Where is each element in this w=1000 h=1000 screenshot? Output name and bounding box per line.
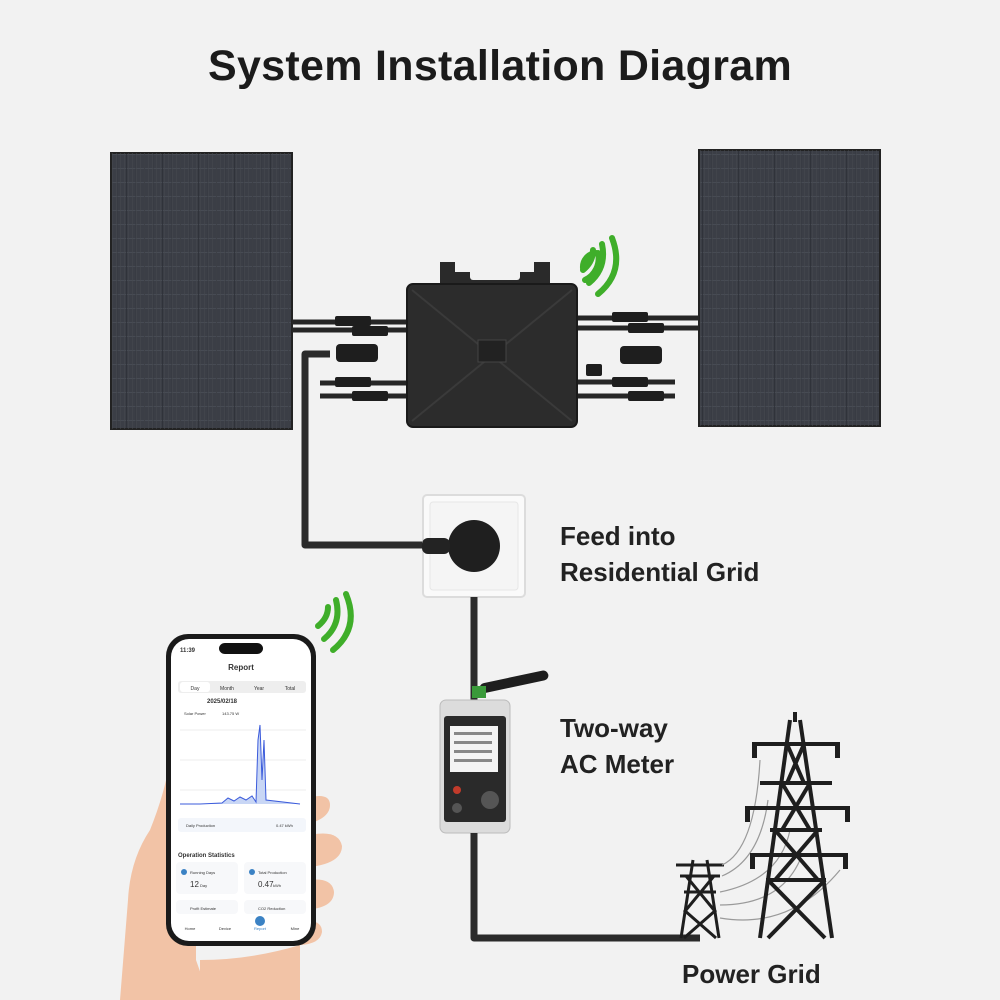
phone-screen: 11:39 Report Day Month Year Total 2025/0… bbox=[178, 648, 300, 931]
phone-stats-title: Operation Statistics bbox=[178, 853, 235, 859]
meter-label-line1: Two-way bbox=[560, 713, 668, 743]
feed-label-line2: Residential Grid bbox=[560, 557, 760, 587]
ac-meter-label: Two-way AC Meter bbox=[560, 710, 674, 782]
left-solar-panel bbox=[110, 152, 293, 430]
power-grid-label: Power Grid bbox=[682, 959, 821, 989]
feed-label-line1: Feed into bbox=[560, 521, 676, 551]
phone-profit-label: Profit Estimate bbox=[190, 906, 217, 911]
phone-tab-day[interactable]: Day bbox=[191, 686, 200, 692]
right-mc4-connectors bbox=[586, 312, 664, 401]
inverter-wifi-arcs bbox=[580, 235, 620, 297]
phone-solar-power-label: Solar Power bbox=[184, 711, 206, 716]
right-solar-panel bbox=[698, 149, 881, 427]
large-power-pylon bbox=[745, 712, 850, 940]
phone-nav-report[interactable]: Report bbox=[254, 926, 267, 931]
small-power-pylon bbox=[676, 859, 724, 940]
pylon-insulators bbox=[745, 744, 850, 869]
phone-daily-production-value: 0.47 kWh bbox=[276, 823, 293, 828]
phone-tab-month[interactable]: Month bbox=[220, 686, 234, 692]
phone-solar-power-value: 143.75 W bbox=[222, 711, 239, 716]
phone-header: Report bbox=[228, 663, 254, 672]
phone-nav-device[interactable]: Device bbox=[219, 926, 232, 931]
phone-nav-mine[interactable]: Mine bbox=[291, 926, 300, 931]
ac-cable-to-socket bbox=[301, 350, 440, 549]
microinverter bbox=[406, 262, 578, 428]
phone-tab-year[interactable]: Year bbox=[254, 686, 264, 692]
phone-total-production-value: 0.47 bbox=[258, 880, 274, 889]
phone-nav-home[interactable]: Home bbox=[185, 926, 196, 931]
wall-socket bbox=[422, 494, 526, 598]
phone-running-days-label: Running Days bbox=[190, 870, 215, 875]
left-mc4-connectors bbox=[335, 316, 388, 401]
ac-meter bbox=[439, 670, 549, 834]
phone-co2-label: CO2 Reduction bbox=[258, 906, 285, 911]
phone-date[interactable]: 2025/02/18 bbox=[207, 699, 238, 705]
smartphone bbox=[166, 634, 316, 946]
phone-wifi-signal-icon bbox=[315, 591, 354, 653]
feed-into-grid-label: Feed into Residential Grid bbox=[560, 518, 759, 590]
meter-label-line2: AC Meter bbox=[560, 749, 675, 779]
phone-total-production-label: Total Production bbox=[258, 870, 287, 875]
phone-tab-total[interactable]: Total bbox=[285, 686, 296, 692]
phone-daily-production-label: Daily Production bbox=[186, 823, 215, 828]
meter-to-grid-cable bbox=[470, 833, 700, 942]
phone-total-production-unit: kWh bbox=[273, 883, 281, 888]
phone-running-days-unit: Day bbox=[200, 883, 207, 888]
phone-time: 11:39 bbox=[180, 648, 196, 654]
phone-running-days-value: 12 bbox=[190, 880, 199, 889]
page-title: System Installation Diagram bbox=[207, 42, 792, 90]
